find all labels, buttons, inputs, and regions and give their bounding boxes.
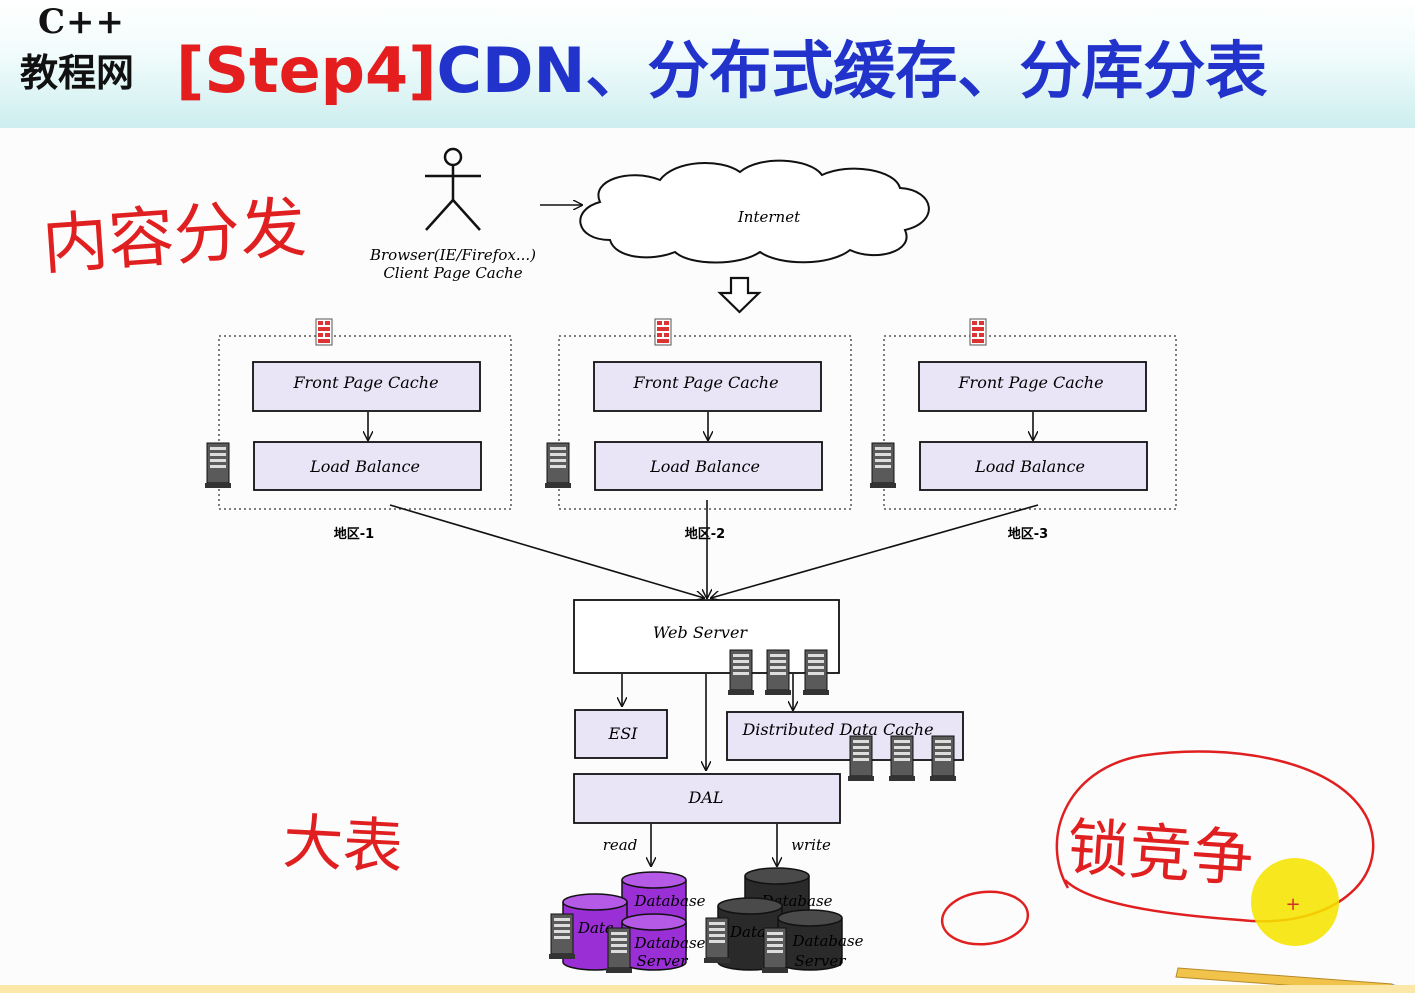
region-to-webserver-arrows <box>389 500 1039 598</box>
server-icon <box>204 442 232 489</box>
user-stick-figure-icon <box>425 147 481 231</box>
read-database-cluster: Database Data Database Server <box>548 871 706 974</box>
database-label: Database <box>633 892 705 910</box>
server-icon <box>761 927 789 974</box>
front-page-cache-box <box>593 361 822 412</box>
annotation-lock-contention: 锁竞争 <box>1065 810 1256 896</box>
region-label: 地区-3 <box>1008 526 1048 542</box>
firewall-icon <box>654 318 672 346</box>
internet-cloud-icon <box>579 159 930 264</box>
title-step: [Step4] <box>176 34 437 107</box>
server-icon <box>605 927 633 974</box>
region-1: Front Page Cache Load Balance 地区-1 <box>204 318 512 542</box>
database-label-partial: Data <box>729 923 766 941</box>
load-balance-box <box>594 441 823 491</box>
database-icon <box>777 909 843 971</box>
web-server-label: Web Server <box>653 623 749 642</box>
annotation-circle-lock <box>1055 750 1375 923</box>
database-label-partial: Data <box>577 919 614 937</box>
front-page-cache-label: Front Page Cache <box>957 373 1103 392</box>
load-balance-label: Load Balance <box>649 457 760 476</box>
annotation-big-table: 大表 <box>281 807 404 883</box>
webserver-down-arrows <box>622 674 793 770</box>
server-icon <box>847 735 875 782</box>
distributed-data-cache-label: Distributed Data Cache <box>741 720 933 739</box>
logo-site-name: 教程网 <box>20 51 135 95</box>
region-label: 地区-2 <box>685 526 725 542</box>
database-server-label: Server <box>795 952 847 970</box>
distributed-data-cache-box <box>726 711 964 761</box>
annotation-content-delivery: 内容分发 <box>40 189 309 284</box>
load-balance-label: Load Balance <box>974 457 1085 476</box>
web-server-box <box>573 599 840 674</box>
region-2: Front Page Cache Load Balance 地区-2 <box>544 318 852 542</box>
esi-label: ESI <box>608 724 639 743</box>
write-label: write <box>791 836 831 854</box>
title-topic: CDN、分布式缓存、分库分表 <box>436 34 1268 107</box>
firewall-icon <box>969 318 987 346</box>
front-page-cache-label: Front Page Cache <box>632 373 778 392</box>
region-label: 地区-1 <box>334 526 374 542</box>
region-3: Front Page Cache Load Balance 地区-3 <box>869 318 1177 542</box>
server-icon <box>888 735 916 782</box>
slide-title: [Step4]CDN、分布式缓存、分库分表 <box>176 20 1267 110</box>
load-balance-box <box>919 441 1148 491</box>
server-icon <box>802 649 830 696</box>
client-cache-label: Client Page Cache <box>383 264 522 282</box>
cursor-crosshair-icon: + <box>1285 894 1300 915</box>
cursor-highlight-icon <box>1251 858 1339 946</box>
annotation-small-circle <box>940 890 1030 946</box>
dal-label: DAL <box>687 788 723 807</box>
server-icon <box>929 735 957 782</box>
logo-cpp: C++ <box>38 2 126 42</box>
internet-down-arrow-icon <box>717 276 762 314</box>
server-icon <box>869 442 897 489</box>
bottom-strip <box>0 985 1415 993</box>
front-page-cache-box <box>918 361 1147 412</box>
database-icon <box>621 913 687 971</box>
internet-label: Internet <box>737 208 801 226</box>
server-icon <box>727 649 755 696</box>
server-icon <box>548 913 576 960</box>
dal-down-arrows <box>651 824 777 866</box>
server-icon <box>764 649 792 696</box>
load-balance-box <box>253 441 482 491</box>
server-icon <box>544 442 572 489</box>
front-page-cache-label: Front Page Cache <box>292 373 438 392</box>
firewall-icon <box>315 318 333 346</box>
load-balance-label: Load Balance <box>309 457 420 476</box>
database-label: Database <box>633 934 705 952</box>
dal-box <box>573 773 841 824</box>
slide-header: C++ 教程网 [Step4]CDN、分布式缓存、分库分表 <box>0 0 1415 128</box>
server-icon <box>703 917 731 964</box>
database-label: Database <box>791 932 863 950</box>
write-database-cluster: Database Data Database Server <box>703 867 864 974</box>
read-label: read <box>603 836 638 854</box>
database-server-label: Server <box>637 952 689 970</box>
front-page-cache-box <box>252 361 481 412</box>
esi-box <box>574 709 668 759</box>
browser-label: Browser(IE/Firefox...) <box>369 246 536 264</box>
